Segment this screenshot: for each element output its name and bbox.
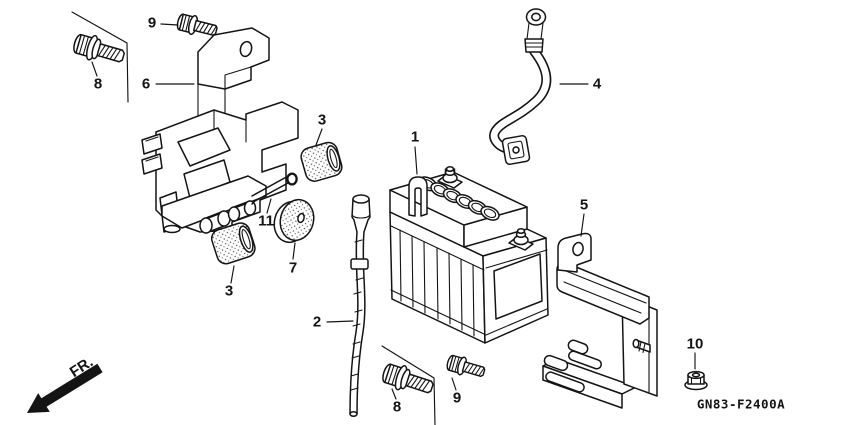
part-label-7-rubber-disc: 7 xyxy=(288,259,298,277)
part-label-1-battery: 1 xyxy=(410,128,420,146)
part-label-6-battery-box: 6 xyxy=(141,75,151,93)
part-6-battery-box xyxy=(141,27,299,234)
part-label-8-bolt-lower: 8 xyxy=(392,398,402,416)
part-8-washer-bolt-upper xyxy=(70,29,128,70)
part-label-9-bolt-lower: 9 xyxy=(452,389,462,407)
leader-3a xyxy=(315,128,323,146)
part-9-flange-bolt-lower xyxy=(444,352,488,382)
part-10-flange-nut xyxy=(684,370,708,391)
diagram-code: GN83-F2400A xyxy=(696,396,786,412)
leader-1 xyxy=(414,146,418,175)
part-label-8-bolt-upper: 8 xyxy=(93,75,103,93)
leader-7 xyxy=(292,242,296,260)
leader-9a xyxy=(160,23,179,26)
part-8-washer-bolt-lower xyxy=(379,359,437,401)
leader-5 xyxy=(580,213,585,237)
part-label-3-cover-upper: 3 xyxy=(317,111,327,129)
leader-9b xyxy=(451,377,457,391)
part-label-11-cotter-pin: 11 xyxy=(258,212,274,230)
part-1-battery xyxy=(389,166,549,344)
part-11-cotter-pin xyxy=(251,172,298,205)
callout-frame-upper xyxy=(71,11,129,103)
part-7-rubber-disc xyxy=(273,198,315,244)
part-3-terminal-cover-upper xyxy=(300,141,343,182)
part-4-battery-cable xyxy=(489,8,552,166)
part-label-9-bolt-upper: 9 xyxy=(147,14,157,32)
leader-8a xyxy=(91,61,98,77)
part-label-2-breather-tube: 2 xyxy=(312,313,322,331)
part-label-5-battery-holder: 5 xyxy=(579,196,589,214)
front-direction-indicator: FR. xyxy=(27,354,103,413)
part-label-3-cover-lower: 3 xyxy=(224,282,234,300)
part-label-10-flange-nut: 10 xyxy=(686,335,704,353)
part-label-4-battery-cable: 4 xyxy=(592,75,602,93)
part-5-battery-holder xyxy=(542,232,658,409)
part-3-terminal-cover-lower xyxy=(210,222,256,265)
leader-11 xyxy=(266,198,272,214)
leader-3b xyxy=(230,265,235,284)
leader-8b xyxy=(391,388,397,400)
leader-2 xyxy=(326,320,354,323)
part-2-breather-tube xyxy=(349,194,371,417)
part-9-flange-bolt-upper xyxy=(174,11,220,41)
callout-frame-lower xyxy=(381,345,436,425)
leader-lines xyxy=(91,23,696,400)
front-arrow-icon xyxy=(27,363,103,413)
